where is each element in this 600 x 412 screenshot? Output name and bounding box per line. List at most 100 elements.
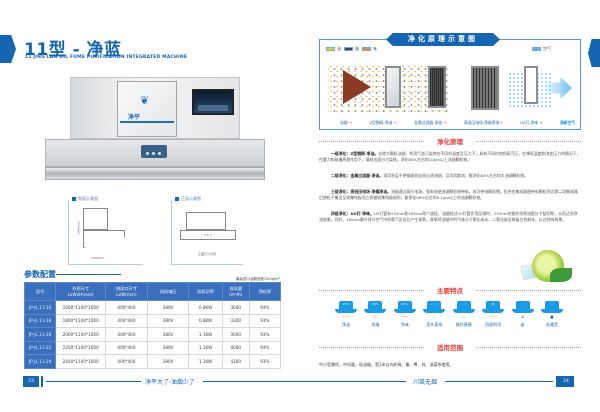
page-number-left: 23 [23,376,39,387]
electrostatic-field-icon [471,66,499,110]
paragraph-body: UV灯管有254nm和185nm两个波段，油烟经过UV灯管作用区域时，254nm… [319,211,578,223]
cell-model: JP-JL 11-24 [23,354,57,369]
z-mesh-filter-icon [385,66,401,108]
screen-bar [198,105,228,111]
dotted-divider [476,290,581,291]
header-efficiency: 净化率 [248,282,282,301]
dotted-divider [476,141,581,142]
section-principle-header: 净化原理 [319,137,581,146]
spec-header-row: 型号 外形尺寸 LxWxH(mm) 排风口尺寸 LxW(mm) 风机电压 风机功… [23,282,282,301]
footer-line [46,381,141,382]
hood-icon: • • • [423,301,446,313]
section-scope-header: 适用范围 [319,343,581,352]
hood-icon: 93% [335,301,357,313]
uv-lamp-icon [524,66,538,104]
hood-icon: ♻ [482,301,505,313]
side-tab-marker [588,39,600,67]
footer-slogan-right: 川菜无烟 [413,379,438,386]
principle-paragraph-2: 二级净化：金属过滤器-净油。采用多层不锈钢波纹丝网过滤油烟，且均风散流，能净化6… [319,173,581,179]
clean-air-arrow-icon [546,77,572,99]
cell-airflow: 4300 [221,354,250,369]
legend-label: 味 [373,46,377,51]
hood-icon [452,301,475,313]
legend-swatch-icon [532,47,541,51]
purification-steps: 油烟 → Z型钢网-净油 → 金属过滤器-净油 → 高低压电场-净烟净油→ UV… [340,120,575,126]
cell-airflow: 3600 [221,327,250,342]
feature-label: 室外直排 [426,322,443,327]
front-width-dimension: 0.5-3 [204,233,212,237]
header-power: 风机功率 [188,282,223,301]
arrow-right-icon: → [499,120,503,125]
section-features-header: 主要特点 [319,286,581,295]
table-row: JP-JL 11-16 1600*1100*1000 400*400 380V … [23,300,282,315]
cell-dimensions: 2200*1100*1000 [55,340,107,355]
recycle-icon: ♻ [486,301,501,309]
step-5: UV灯-净味 → [519,120,543,125]
header-voltage: 风机电压 [146,282,190,301]
cell-airflow: 3000 [221,300,250,315]
height-dimension: 1000mm [76,221,81,235]
scope-text: 中小型餐饮，中风量，低油烟，宽1米以内炉具，鲁、粤、苏、浙菜系使用。 [319,362,454,367]
section-title: 净化原理 [437,138,463,146]
cell-efficiency: 93% [248,354,282,369]
page-number-right: 24 [558,376,574,387]
legend-label: 烟 [355,46,359,51]
paragraph-heading: 二级净化：金属过滤器-净油。 [331,173,384,178]
legend-swatch-icon [362,47,371,51]
check-icon: ✓ [432,315,436,319]
machine-stripe [120,121,174,123]
params-title: 参数配置 [24,270,56,279]
machine-door: ❦ 净平 [117,81,177,137]
feature-clean-odor: 60% ••• 净味 [393,301,416,328]
machine-hood [45,139,265,167]
paragraph-body: 采用多层不锈钢波纹丝网过滤油烟，且均风散流，能净化65%左右的大油烟颗粒物。 [383,173,529,178]
legend-odor: 味 [362,46,377,52]
cell-airflow: 3300 [221,313,250,328]
machine-upper-cabinet: ❦ 净平 [70,77,240,139]
cell-voltage: 380V [146,300,190,315]
legend-swatch-icon [326,47,335,51]
cell-dimensions: 2000*1100*1000 [55,327,107,342]
step-3: 金属过滤器-净油 → [414,120,447,125]
paragraph-heading: 三级净化：高低压电场-净烟净油。 [331,189,391,194]
cell-voltage: 380V [146,354,190,369]
table-row: JP-JL 11-22 2200*1100*1000 400*400 380V … [23,340,282,355]
spec-table: 型号 外形尺寸 LxWxH(mm) 排风口尺寸 LxW(mm) 风机电压 风机功… [23,282,282,369]
cell-voltage: 380V [146,327,190,342]
oil-drops-icon: +++ [341,315,351,319]
legend-label: 空气 [543,46,551,51]
purification-diagram: 净化原理示意图 油 烟 味 空气 油烟 → [319,33,581,130]
purification-flow-illustration [328,64,574,114]
cell-power: 0.8KW [188,313,223,328]
metal-filter-icon [428,66,446,108]
cell-airflow: 4000 [221,340,250,355]
machine-display-screen [192,89,234,115]
hood-icon: 90% [364,301,387,313]
dotted-divider [319,347,424,348]
feature-label: 净油 [342,322,350,327]
cell-efficiency: 93% [248,327,282,342]
front-schematic-label: 正面示意图 [175,196,201,202]
leaf-icon: ❦ [140,94,150,107]
legend-swatch-icon [344,47,353,51]
feature-label: 省 [520,322,525,327]
intake-cone [343,70,371,104]
cell-outlet: 400*400 [105,340,148,355]
cell-outlet: 400*400 [105,313,148,328]
legend-oil: 油 [326,46,341,52]
footer-line [203,381,300,382]
legend-air: 空气 [532,46,551,52]
paragraph-heading: 一级净化：Z型钢网-净油。 [331,151,379,156]
feature-label: 低噪音 [545,322,558,327]
params-title-underline [56,274,121,275]
footer-slogan-left: 净平大了·油烟少了 [145,379,195,386]
table-row: JP-JL 11-18 1800*1100*1000 400*400 380V … [23,313,282,328]
arrow-right-icon: → [539,120,543,125]
oil-drops-icon: +++ [488,315,498,319]
feature-recycle: ♻ +++ 回收利用 [482,301,505,328]
cell-voltage: 380V [146,313,190,328]
side-schematic: 侧面示意图 1000mm 1100mm [68,196,143,265]
schematic-cabinet [83,208,108,230]
cell-efficiency: 93% [248,300,282,315]
hood-icon: 60% [393,301,416,313]
